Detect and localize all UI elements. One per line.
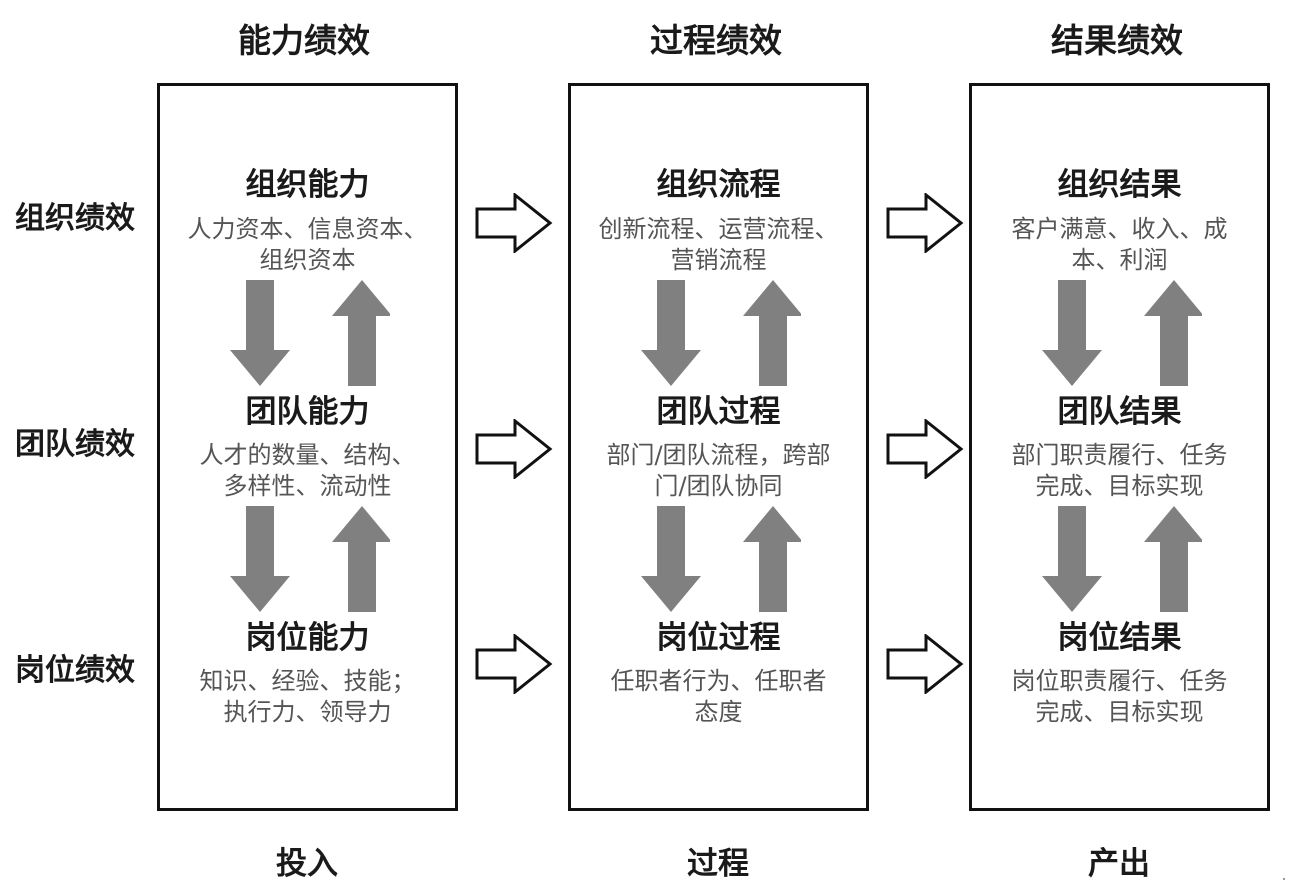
desc-team-process: 部门/团队流程，跨部 门/团队协同 — [606, 441, 831, 500]
desc-position-process: 任职者行为、任职者 态度 — [610, 667, 827, 726]
right-arrow-icon — [475, 634, 553, 694]
desc-position-result: 岗位职责履行、任务 完成、目标实现 — [1011, 667, 1228, 726]
updown-arrows — [641, 280, 801, 386]
right-arrow-icon — [475, 193, 553, 253]
heading-org-capability: 组织能力 — [245, 167, 370, 203]
up-arrow-icon — [743, 506, 801, 612]
heading-org-result: 组织结果 — [1057, 167, 1182, 203]
footer-output: 产出 — [1088, 846, 1150, 882]
column-title-process: 过程绩效 — [650, 21, 782, 60]
result-box: 组织结果 客户满意、收入、成 本、利润 团队结果 部门职责履行、任务 完成、目标… — [969, 83, 1270, 811]
heading-position-result: 岗位结果 — [1057, 620, 1182, 656]
down-arrow-icon — [641, 280, 701, 386]
row-label-organization: 组织绩效 — [15, 201, 135, 236]
desc-team-capability: 人才的数量、结构、 多样性、流动性 — [199, 441, 416, 500]
heading-org-process: 组织流程 — [656, 167, 781, 203]
heading-team-process: 团队过程 — [656, 394, 781, 430]
updown-arrows — [641, 506, 801, 612]
updown-arrows — [230, 506, 390, 612]
heading-team-result: 团队结果 — [1057, 394, 1182, 430]
updown-arrows — [1042, 506, 1202, 612]
down-arrow-icon — [1042, 506, 1102, 612]
corner-mark — [1283, 878, 1285, 880]
capability-box: 组织能力 人力资本、信息资本、 组织资本 团队能力 人才的数量、结构、 多样性、… — [157, 83, 458, 811]
right-arrow-icon — [886, 634, 964, 694]
desc-org-capability: 人力资本、信息资本、 组织资本 — [187, 215, 428, 274]
right-arrow-icon — [886, 193, 964, 253]
process-box: 组织流程 创新流程、运营流程、 营销流程 团队过程 部门/团队流程，跨部 门/团… — [568, 83, 869, 811]
down-arrow-icon — [230, 506, 290, 612]
desc-org-result: 客户满意、收入、成 本、利润 — [1011, 215, 1228, 274]
updown-arrows — [230, 280, 390, 386]
footer-process: 过程 — [687, 846, 749, 882]
column-title-capability: 能力绩效 — [238, 21, 370, 60]
heading-position-capability: 岗位能力 — [245, 620, 370, 656]
heading-position-process: 岗位过程 — [656, 620, 781, 656]
right-arrow-icon — [886, 419, 964, 479]
updown-arrows — [1042, 280, 1202, 386]
up-arrow-icon — [332, 280, 390, 386]
up-arrow-icon — [1144, 280, 1202, 386]
up-arrow-icon — [332, 506, 390, 612]
down-arrow-icon — [230, 280, 290, 386]
right-arrow-icon — [475, 419, 553, 479]
row-label-team: 团队绩效 — [15, 427, 135, 462]
column-title-result: 结果绩效 — [1051, 21, 1183, 60]
heading-team-capability: 团队能力 — [245, 394, 370, 430]
desc-team-result: 部门职责履行、任务 完成、目标实现 — [1011, 441, 1228, 500]
footer-input: 投入 — [276, 846, 338, 882]
down-arrow-icon — [641, 506, 701, 612]
desc-position-capability: 知识、经验、技能； 执行力、领导力 — [199, 667, 416, 726]
desc-org-process: 创新流程、运营流程、 营销流程 — [598, 215, 839, 274]
row-label-position: 岗位绩效 — [15, 653, 135, 688]
up-arrow-icon — [743, 280, 801, 386]
down-arrow-icon — [1042, 280, 1102, 386]
up-arrow-icon — [1144, 506, 1202, 612]
